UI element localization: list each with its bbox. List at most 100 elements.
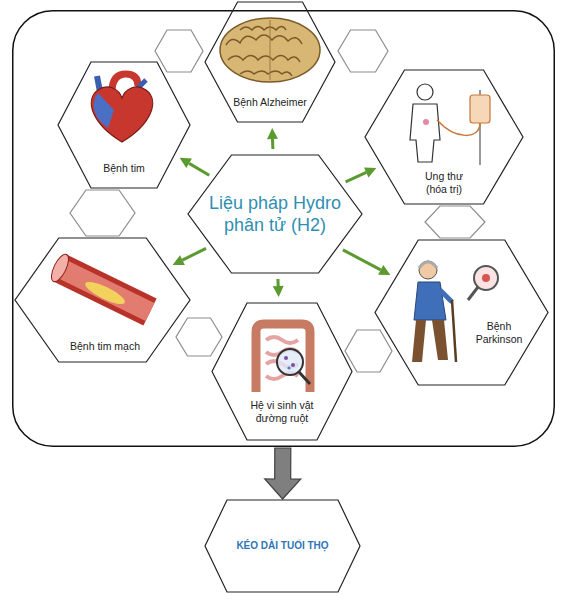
block-arrow-body xyxy=(265,448,301,499)
text-holder: Liệu pháp Hydro phân tử (H2) xyxy=(188,155,362,273)
magnifier-handle xyxy=(468,287,478,300)
node-label: Ung thư (hóa trị) xyxy=(418,170,470,196)
text-holder: Bệnh tim xyxy=(84,158,164,176)
central-hexagon: Liệu pháp Hydro phân tử (H2) xyxy=(188,155,362,273)
artery-opening xyxy=(48,252,72,284)
brain-fold xyxy=(240,71,292,76)
microbe xyxy=(284,356,288,360)
hexagon-border xyxy=(205,2,335,122)
heart-illustration xyxy=(91,74,152,142)
node-label: Bệnh tim mạch xyxy=(70,340,140,353)
filler-hexagon xyxy=(70,190,135,236)
artery-illustration xyxy=(48,252,150,312)
arrow-shaft xyxy=(276,279,279,286)
hexagon-border xyxy=(15,238,190,362)
filler-hexagon xyxy=(425,206,485,238)
text-holder: KÉO DÀI TUỔI THỌ xyxy=(205,500,360,592)
person-shirt xyxy=(414,282,446,320)
hexagon-border xyxy=(188,155,362,273)
topic-hexagon: Bệnh tim mạch xyxy=(15,238,190,362)
parkinson-illustration xyxy=(412,261,498,362)
brain-shape xyxy=(220,18,320,82)
brain-fold xyxy=(226,35,302,45)
magnifier-lens xyxy=(474,266,498,290)
green-arrow xyxy=(173,248,206,265)
text-holder: Bệnh Parkinson xyxy=(473,320,525,347)
brain-fold xyxy=(240,27,286,31)
heart-shape xyxy=(91,87,152,142)
text-holder: Bệnh tim mạch xyxy=(55,336,155,354)
filler-hexagon xyxy=(155,30,203,72)
person-arm xyxy=(440,290,452,302)
topic-hexagon: Bệnh Parkinson xyxy=(375,240,548,385)
node-label: Bệnh tim xyxy=(103,162,144,175)
node-outline xyxy=(188,155,362,273)
person-leg xyxy=(412,320,426,362)
arrow-head xyxy=(364,167,376,177)
node-label: Bệnh Parkinson xyxy=(473,320,525,346)
text-holder: Hệ vi sinh vật đường ruột xyxy=(237,399,327,426)
topic-hexagon: Bệnh Alzheimer xyxy=(205,2,335,122)
magnifier-handle xyxy=(299,372,310,384)
arrow-shaft xyxy=(343,250,381,270)
topic-hexagon: Ung thư (hóa trị) xyxy=(365,70,523,204)
person-head xyxy=(419,261,437,279)
iv-bag xyxy=(470,95,490,123)
brain-fissure xyxy=(270,20,271,80)
node-outline xyxy=(375,240,548,385)
arrow-shaft xyxy=(271,139,274,149)
filler-hexagon xyxy=(176,318,222,356)
walking-cane xyxy=(452,300,456,362)
person-hair xyxy=(419,262,437,268)
arrow-head xyxy=(378,265,390,275)
green-arrow xyxy=(180,158,210,175)
arrow-head xyxy=(273,286,284,297)
frame-border xyxy=(13,11,555,447)
arrow-head xyxy=(180,158,192,168)
person-head xyxy=(417,84,433,100)
magnifier-lens xyxy=(277,349,303,375)
artery-wall xyxy=(60,268,150,312)
green-arrow xyxy=(267,128,278,149)
plaque xyxy=(83,278,128,308)
person-leg xyxy=(432,320,448,360)
person-body xyxy=(410,104,440,162)
arrow-shaft xyxy=(346,172,367,181)
filler-hexagon xyxy=(338,30,388,72)
arrow-head xyxy=(267,128,278,139)
arrow-shaft xyxy=(189,163,209,175)
arrow-shaft xyxy=(182,248,206,260)
node-label: Bệnh Alzheimer xyxy=(233,96,307,109)
node-title: KÉO DÀI TUỔI THỌ xyxy=(236,540,328,553)
arrow-head xyxy=(173,255,185,265)
iv-tube xyxy=(437,120,480,135)
tumor-spot xyxy=(423,119,429,125)
chemotherapy-illustration xyxy=(410,84,490,165)
brain-fold xyxy=(228,56,300,63)
node-label: Hệ vi sinh vật đường ruột xyxy=(237,399,327,425)
outer-frame: Bệnh AlzheimerBệnh timLiệu pháp Hydro ph… xyxy=(12,10,555,447)
text-holder: Bệnh Alzheimer xyxy=(217,92,323,110)
topic-hexagon: Bệnh tim xyxy=(58,62,190,188)
microbe xyxy=(287,366,290,369)
hexagon-border xyxy=(375,240,548,385)
green-arrow xyxy=(273,279,284,297)
microbe xyxy=(291,363,295,367)
artery-lumen xyxy=(60,268,150,312)
colon xyxy=(256,324,310,392)
filler-hexagon xyxy=(345,330,392,372)
node-title: Liệu pháp Hydro phân tử (H2) xyxy=(200,192,350,237)
green-arrow xyxy=(346,167,377,181)
topic-hexagon: Hệ vi sinh vật đường ruột xyxy=(212,303,352,440)
heart-right-side xyxy=(94,93,114,128)
brain-illustration xyxy=(220,18,320,82)
text-holder: Ung thư (hóa trị) xyxy=(418,170,470,197)
gut-illustration xyxy=(256,324,310,392)
magnifier-spot xyxy=(482,274,490,282)
green-arrow xyxy=(343,250,391,275)
hexagon-border xyxy=(365,70,523,204)
result-hexagon: KÉO DÀI TUỔI THỌ xyxy=(205,500,360,592)
